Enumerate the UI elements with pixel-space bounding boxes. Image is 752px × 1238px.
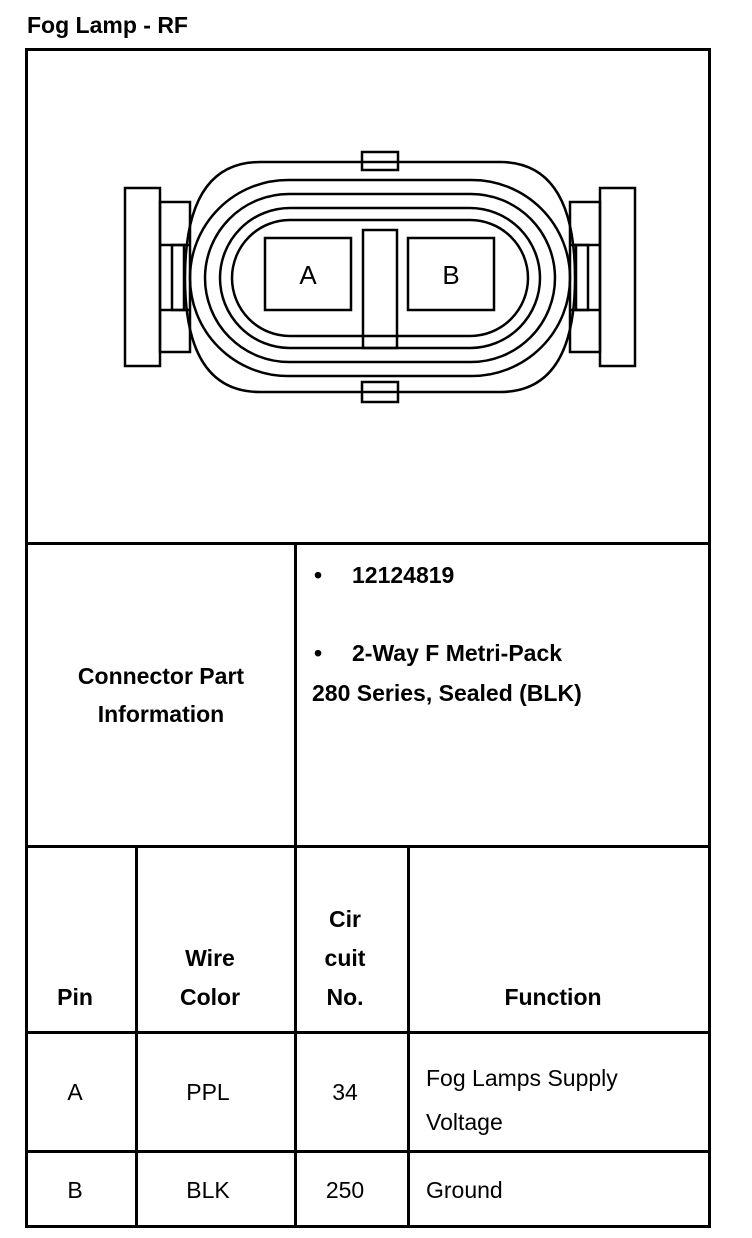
cell-circuit: 250 <box>325 1177 365 1203</box>
cell-circuit: 34 <box>332 1079 358 1105</box>
divider-col-pin <box>135 845 138 1228</box>
cell-pin: B <box>67 1177 83 1203</box>
divider-diagram-bottom <box>25 542 711 545</box>
page-title: Fog Lamp - RF <box>27 12 188 38</box>
part-description-line-2: 280 Series, Sealed (BLK) <box>312 680 582 706</box>
header-wire-color-line-2: Color <box>179 984 241 1010</box>
divider-header-bottom <box>25 1031 711 1034</box>
label-line-1: Connector Part <box>77 663 245 689</box>
header-circuit-line-1: Cir <box>329 906 361 932</box>
divider-info-bottom <box>25 845 711 848</box>
divider-col-wire <box>294 845 297 1228</box>
header-circuit-line-2: cuit <box>324 945 366 971</box>
cell-function-line-2: Voltage <box>426 1109 503 1135</box>
cell-function-line-1: Fog Lamps Supply <box>426 1065 618 1091</box>
part-info-values: • 12124819 • 2-Way F Metri-Pack 280 Series… <box>312 562 582 707</box>
cell-function: Fog Lamps Supply Voltage <box>426 1056 618 1144</box>
connector-table-frame <box>25 48 711 1228</box>
cavity-b-label: B <box>442 260 459 290</box>
header-wire-color-line-1: Wire <box>185 945 235 971</box>
connector-face-diagram: A B <box>123 150 637 404</box>
part-description-line-1: 2-Way F Metri-Pack <box>352 640 563 666</box>
header-circuit-number: Cir cuit No. <box>297 900 393 1017</box>
header-function: Function <box>504 984 602 1010</box>
cell-pin: A <box>67 1079 83 1105</box>
bullet-icon: • <box>314 640 323 666</box>
divider-row-a-bottom <box>25 1150 711 1153</box>
header-circuit-line-3: No. <box>326 984 364 1010</box>
cavity-a-label: A <box>299 260 317 290</box>
connector-part-info-label: Connector Part Information <box>28 545 294 845</box>
header-wire-color: Wire Color <box>138 939 282 1017</box>
cell-wire-color: BLK <box>186 1177 230 1203</box>
part-number: 12124819 <box>352 562 455 588</box>
divider-col-circuit <box>407 845 410 1228</box>
label-line-2: Information <box>97 701 225 727</box>
cell-function: Ground <box>426 1177 503 1203</box>
header-pin: Pin <box>57 984 93 1010</box>
divider-info-column <box>294 542 297 848</box>
cell-wire-color: PPL <box>186 1079 230 1105</box>
bullet-icon: • <box>314 562 323 588</box>
